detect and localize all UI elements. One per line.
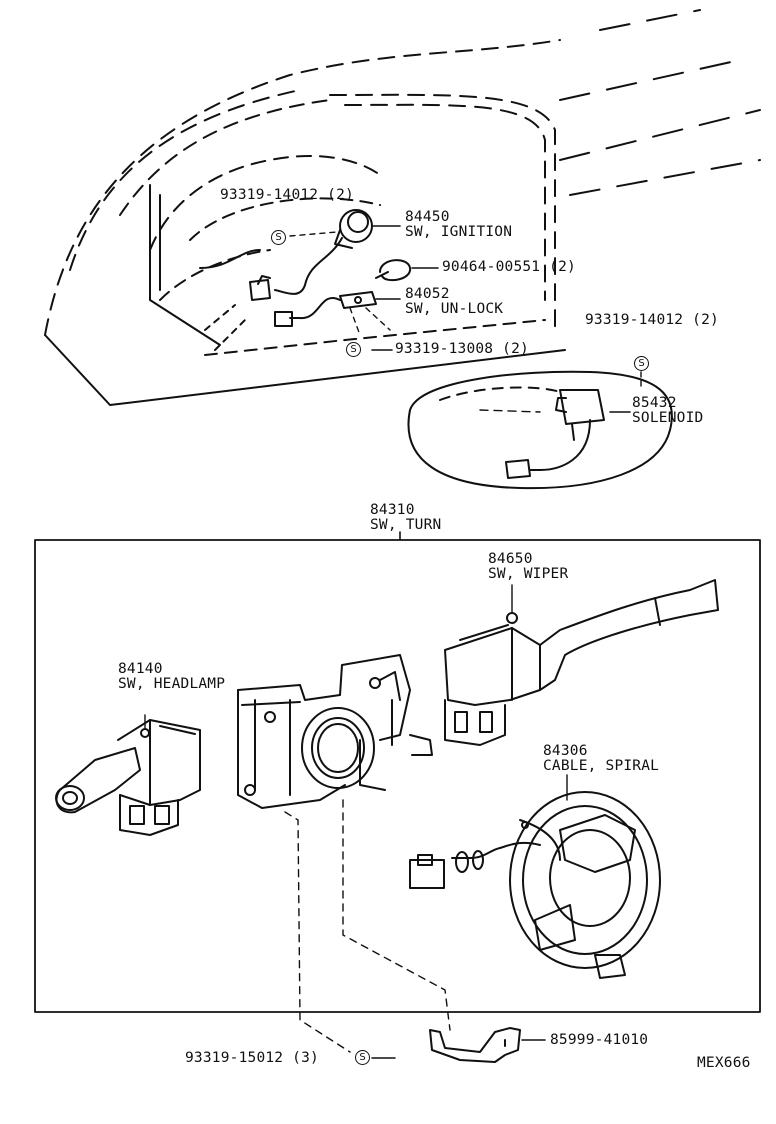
ignition-switch-drawing (250, 210, 400, 300)
callout-bracket: 85999-41010 (550, 1033, 648, 1048)
turn-switch-body-drawing (238, 655, 432, 808)
screw-symbol-turn: S (355, 1050, 370, 1065)
part-number: 85432 (632, 395, 677, 411)
part-qty: (2) (549, 259, 576, 275)
part-qty: (2) (327, 187, 354, 203)
diagram-code: MEX666 (697, 1055, 751, 1071)
part-number: 93319-14012 (220, 187, 319, 203)
spiral-cable-drawing (410, 775, 660, 978)
part-number: 84052 (405, 286, 450, 302)
leader-lines (285, 800, 450, 1058)
part-name: CABLE, SPIRAL (543, 758, 660, 774)
part-number: 84650 (488, 551, 533, 567)
part-number: 93319-14012 (585, 312, 684, 328)
part-name: SW, HEADLAMP (118, 676, 226, 692)
part-name: SW, IGNITION (405, 224, 513, 240)
wiper-switch-drawing (445, 580, 718, 745)
callout-screw-unlock: 93319-13008 (2) (395, 342, 529, 357)
part-number: 84450 (405, 209, 450, 225)
part-name: SW, TURN (370, 517, 442, 533)
part-number: 84140 (118, 661, 163, 677)
callout-screw-ignition: 93319-14012 (2) (220, 188, 354, 203)
part-number: 93319-13008 (395, 341, 494, 357)
part-qty: (2) (502, 341, 529, 357)
callout-clamp: 90464-00551 (2) (442, 260, 576, 275)
headlamp-switch-drawing (56, 715, 200, 835)
part-number: 84306 (543, 743, 588, 759)
part-name: SOLENOID (632, 410, 704, 426)
part-name: SW, WIPER (488, 566, 569, 582)
part-number: 84310 (370, 502, 415, 518)
dashboard-outline (45, 10, 760, 405)
callout-screw-turn: 93319-15012 (3) (185, 1051, 319, 1066)
turn-switch-frame (35, 532, 760, 1012)
part-name: SW, UN-LOCK (405, 301, 504, 317)
part-qty: (3) (292, 1050, 319, 1066)
part-number: 90464-00551 (442, 259, 541, 275)
unlock-switch-drawing (275, 292, 400, 350)
clamp-drawing (376, 260, 438, 280)
part-number: 93319-15012 (185, 1050, 284, 1066)
callout-screw-solenoid: 93319-14012 (2) (585, 313, 719, 328)
screw-symbol-ignition: S (271, 230, 286, 245)
screw-symbol-unlock: S (346, 342, 361, 357)
solenoid-panel-drawing (408, 372, 671, 488)
bracket-drawing (430, 1028, 545, 1062)
part-number: 85999-41010 (550, 1032, 649, 1048)
screw-symbol-solenoid: S (634, 356, 649, 371)
part-qty: (2) (692, 312, 719, 328)
